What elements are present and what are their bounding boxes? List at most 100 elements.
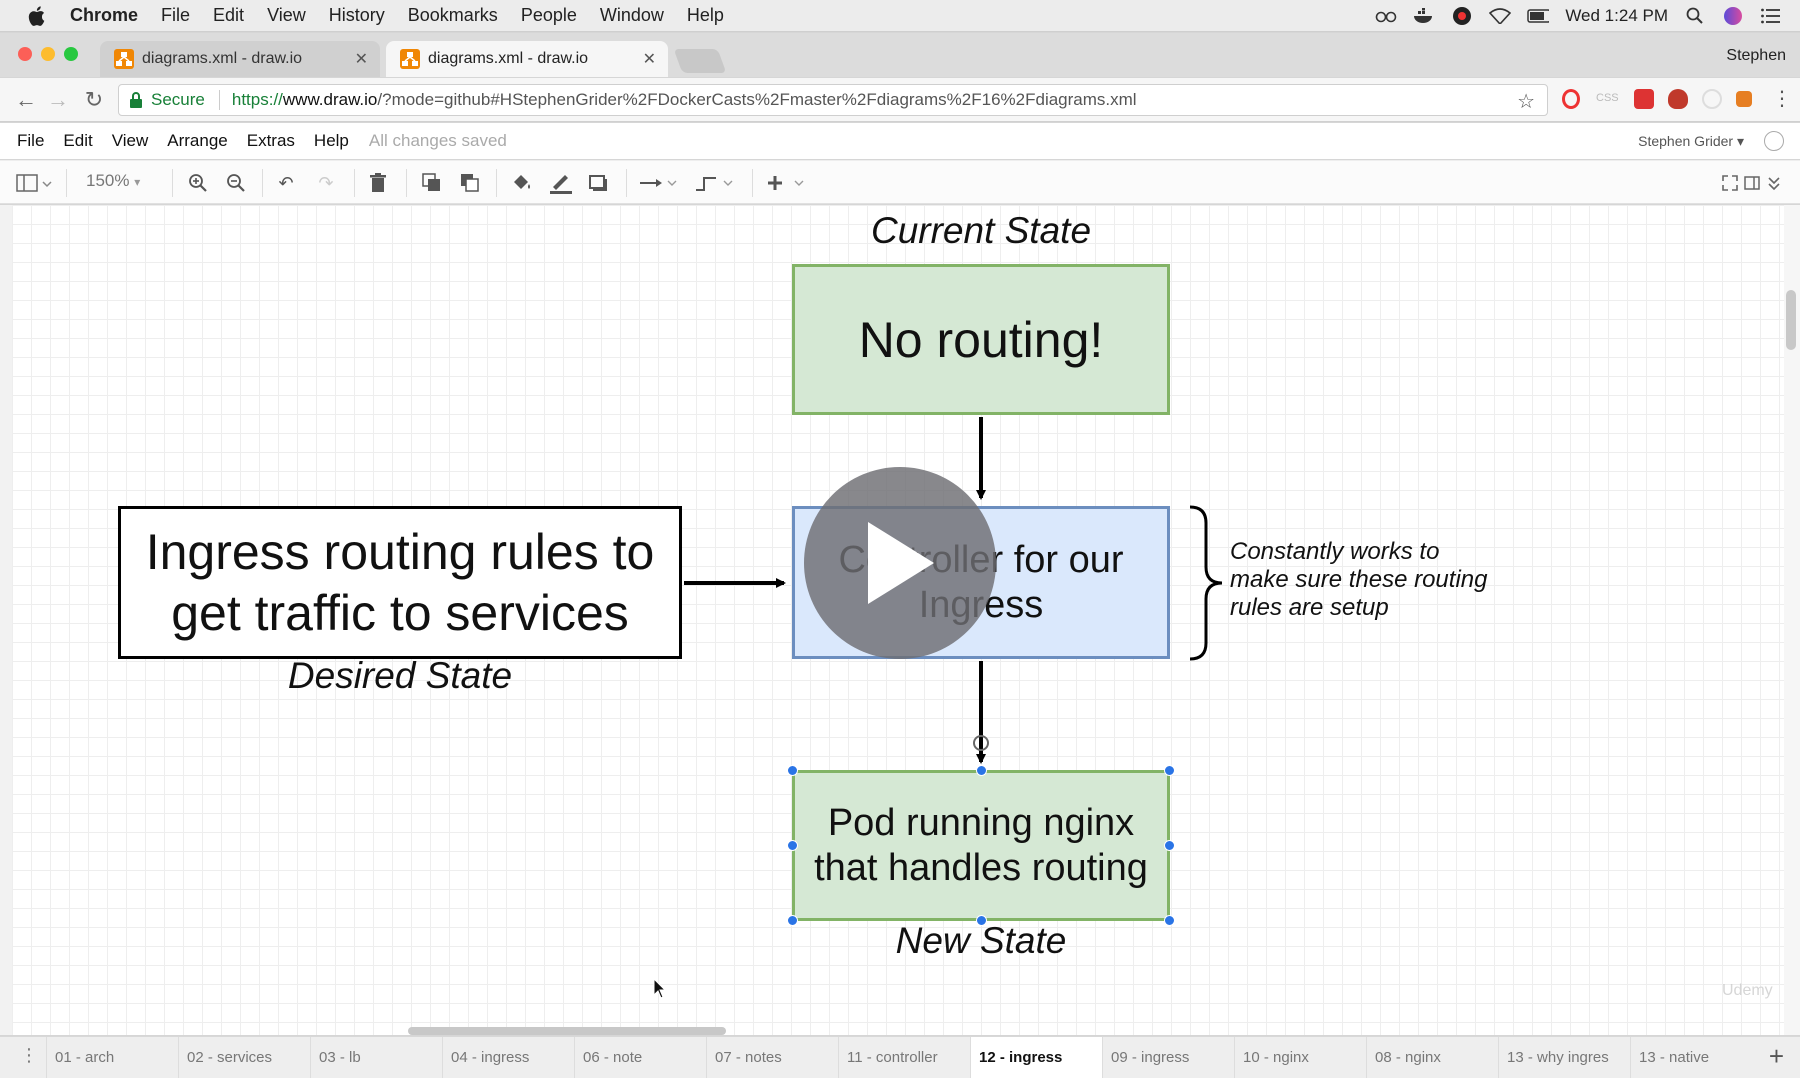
- chrome-menu-icon[interactable]: ⋮: [1772, 88, 1792, 110]
- opera-extension-icon[interactable]: [1562, 89, 1580, 109]
- fox-extension-icon[interactable]: [1736, 91, 1752, 107]
- format-panel-toggle-icon[interactable]: [14, 171, 54, 195]
- wifi-icon[interactable]: [1489, 7, 1512, 25]
- menubar-clock[interactable]: Wed 1:24 PM: [1565, 6, 1668, 25]
- resize-handle-w[interactable]: [787, 840, 798, 851]
- new-tab-button[interactable]: [673, 49, 727, 73]
- current-state-text: No routing!: [858, 311, 1104, 368]
- mac-menu-window[interactable]: Window: [599, 5, 664, 25]
- docker-icon[interactable]: [1413, 7, 1435, 25]
- record-icon[interactable]: [1451, 7, 1473, 25]
- waypoints-icon[interactable]: [694, 171, 734, 195]
- bookmark-star-icon[interactable]: ☆: [1517, 91, 1535, 113]
- back-arrow-icon[interactable]: ←: [15, 87, 37, 112]
- current-state-box[interactable]: No routing!: [792, 264, 1170, 415]
- redo-icon[interactable]: ↷: [318, 172, 334, 193]
- css-extension-icon[interactable]: CSS: [1596, 92, 1619, 104]
- page-tab[interactable]: 13 - why ingres: [1498, 1037, 1630, 1078]
- apple-icon[interactable]: [26, 4, 50, 28]
- drawio-menu-help[interactable]: Help: [313, 131, 349, 150]
- notification-center-icon[interactable]: [1760, 7, 1782, 25]
- reload-icon[interactable]: ↻: [84, 87, 104, 112]
- fill-color-icon[interactable]: [510, 171, 534, 195]
- undo-icon[interactable]: ↶: [278, 172, 294, 193]
- mac-menu-file[interactable]: File: [161, 5, 191, 25]
- horizontal-scrollbar-thumb[interactable]: [408, 1027, 726, 1035]
- drawio-menu-file[interactable]: File: [17, 131, 45, 150]
- window-zoom-button[interactable]: [64, 47, 78, 61]
- fullscreen-icon[interactable]: [1720, 171, 1740, 195]
- to-back-icon[interactable]: [458, 171, 482, 195]
- connection-style-icon[interactable]: [638, 171, 678, 195]
- glasses-icon[interactable]: [1375, 7, 1397, 25]
- left-panel-edge[interactable]: [0, 205, 12, 1035]
- page-tab[interactable]: 06 - note: [574, 1037, 706, 1078]
- zoom-out-icon[interactable]: [224, 171, 248, 195]
- mac-menu-view[interactable]: View: [267, 5, 306, 25]
- browser-tab-1[interactable]: diagrams.xml - draw.io ✕: [100, 41, 380, 77]
- forward-arrow-icon[interactable]: →: [47, 87, 69, 112]
- mac-menu-history[interactable]: History: [328, 5, 385, 25]
- close-tab-icon[interactable]: ✕: [354, 51, 368, 68]
- resize-handle-se[interactable]: [1164, 915, 1175, 926]
- page-tab[interactable]: 09 - ingress: [1102, 1037, 1234, 1078]
- vertical-scrollbar-track[interactable]: [1784, 205, 1800, 1035]
- language-globe-icon[interactable]: [1764, 131, 1784, 151]
- page-tab[interactable]: 04 - ingress: [442, 1037, 574, 1078]
- video-play-button[interactable]: [804, 467, 996, 659]
- to-front-icon[interactable]: [420, 171, 444, 195]
- drawio-menu-view[interactable]: View: [111, 131, 149, 150]
- trash-icon[interactable]: [366, 171, 390, 195]
- page-tab[interactable]: 01 - arch: [46, 1037, 178, 1078]
- resize-handle-e[interactable]: [1164, 840, 1175, 851]
- drawio-menu-edit[interactable]: Edit: [63, 131, 93, 150]
- page-tab[interactable]: 08 - nginx: [1366, 1037, 1498, 1078]
- drawio-menu-arrange[interactable]: Arrange: [167, 131, 228, 150]
- user-name[interactable]: Stephen Grider ▾: [1638, 132, 1744, 149]
- connection-rotate-handle[interactable]: [973, 735, 989, 751]
- page-tab-label: 13 - native: [1639, 1049, 1710, 1066]
- pages-menu-icon[interactable]: ⋮: [20, 1045, 38, 1065]
- page-tab[interactable]: 11 - controller: [838, 1037, 970, 1078]
- red-extension-icon[interactable]: [1634, 89, 1654, 109]
- spotlight-search-icon[interactable]: [1684, 7, 1706, 25]
- insert-plus-icon[interactable]: [764, 171, 806, 195]
- close-tab-icon[interactable]: ✕: [642, 51, 656, 68]
- collapse-toolbar-icon[interactable]: [1764, 171, 1784, 195]
- page-tab[interactable]: 10 - nginx: [1234, 1037, 1366, 1078]
- line-color-icon[interactable]: [548, 171, 574, 195]
- battery-icon[interactable]: [1527, 7, 1550, 25]
- resize-handle-nw[interactable]: [787, 765, 798, 776]
- mac-menu-people[interactable]: People: [520, 5, 577, 25]
- pod-box-selected[interactable]: Pod running nginx that handles routing: [792, 770, 1170, 921]
- gray-extension-icon[interactable]: [1702, 89, 1722, 109]
- url-input[interactable]: Secure https:// www.draw.io /?mode=githu…: [118, 84, 1548, 116]
- zoom-select[interactable]: 150% ▾: [86, 171, 141, 190]
- resize-handle-ne[interactable]: [1164, 765, 1175, 776]
- siri-icon[interactable]: [1722, 7, 1744, 25]
- page-tab[interactable]: 03 - lb: [310, 1037, 442, 1078]
- mac-menu-help[interactable]: Help: [686, 5, 724, 25]
- window-minimize-button[interactable]: [41, 47, 55, 61]
- drawio-menu-extras[interactable]: Extras: [246, 131, 295, 150]
- vertical-scrollbar-thumb[interactable]: [1786, 290, 1796, 350]
- shadow-icon[interactable]: [586, 171, 610, 195]
- browser-tab-2[interactable]: diagrams.xml - draw.io ✕: [386, 41, 668, 77]
- window-close-button[interactable]: [18, 47, 32, 61]
- resize-handle-s[interactable]: [976, 915, 987, 926]
- mac-menu-bookmarks[interactable]: Bookmarks: [407, 5, 498, 25]
- add-page-icon[interactable]: +: [1768, 1041, 1784, 1071]
- format-panel-icon[interactable]: [1742, 171, 1762, 195]
- profile-name[interactable]: Stephen: [1726, 47, 1786, 64]
- page-tab[interactable]: 07 - notes: [706, 1037, 838, 1078]
- page-tab-active[interactable]: 12 - ingress: [970, 1037, 1102, 1078]
- resize-handle-sw[interactable]: [787, 915, 798, 926]
- zoom-in-icon[interactable]: [186, 171, 210, 195]
- page-tab[interactable]: 13 - native: [1630, 1037, 1750, 1078]
- menu-app-name[interactable]: Chrome: [70, 5, 139, 25]
- mac-menu-edit[interactable]: Edit: [213, 5, 245, 25]
- resize-handle-n[interactable]: [976, 765, 987, 776]
- ublock-extension-icon[interactable]: [1668, 89, 1688, 109]
- desired-state-box[interactable]: Ingress routing rules to get traffic to …: [118, 506, 682, 659]
- page-tab[interactable]: 02 - services: [178, 1037, 310, 1078]
